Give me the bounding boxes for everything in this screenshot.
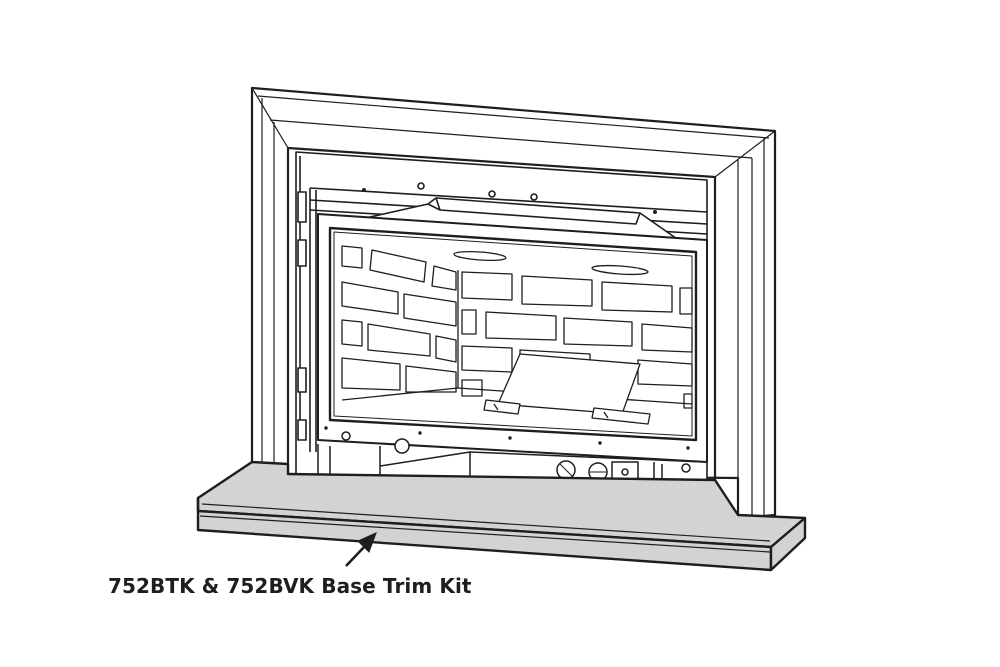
figure-caption: 752BTK & 752BVK Base Trim Kit — [108, 574, 472, 598]
arrow-up-right-icon — [345, 532, 377, 567]
firebox-brick-panels — [341, 245, 693, 425]
base-trim-kit — [196, 460, 807, 572]
